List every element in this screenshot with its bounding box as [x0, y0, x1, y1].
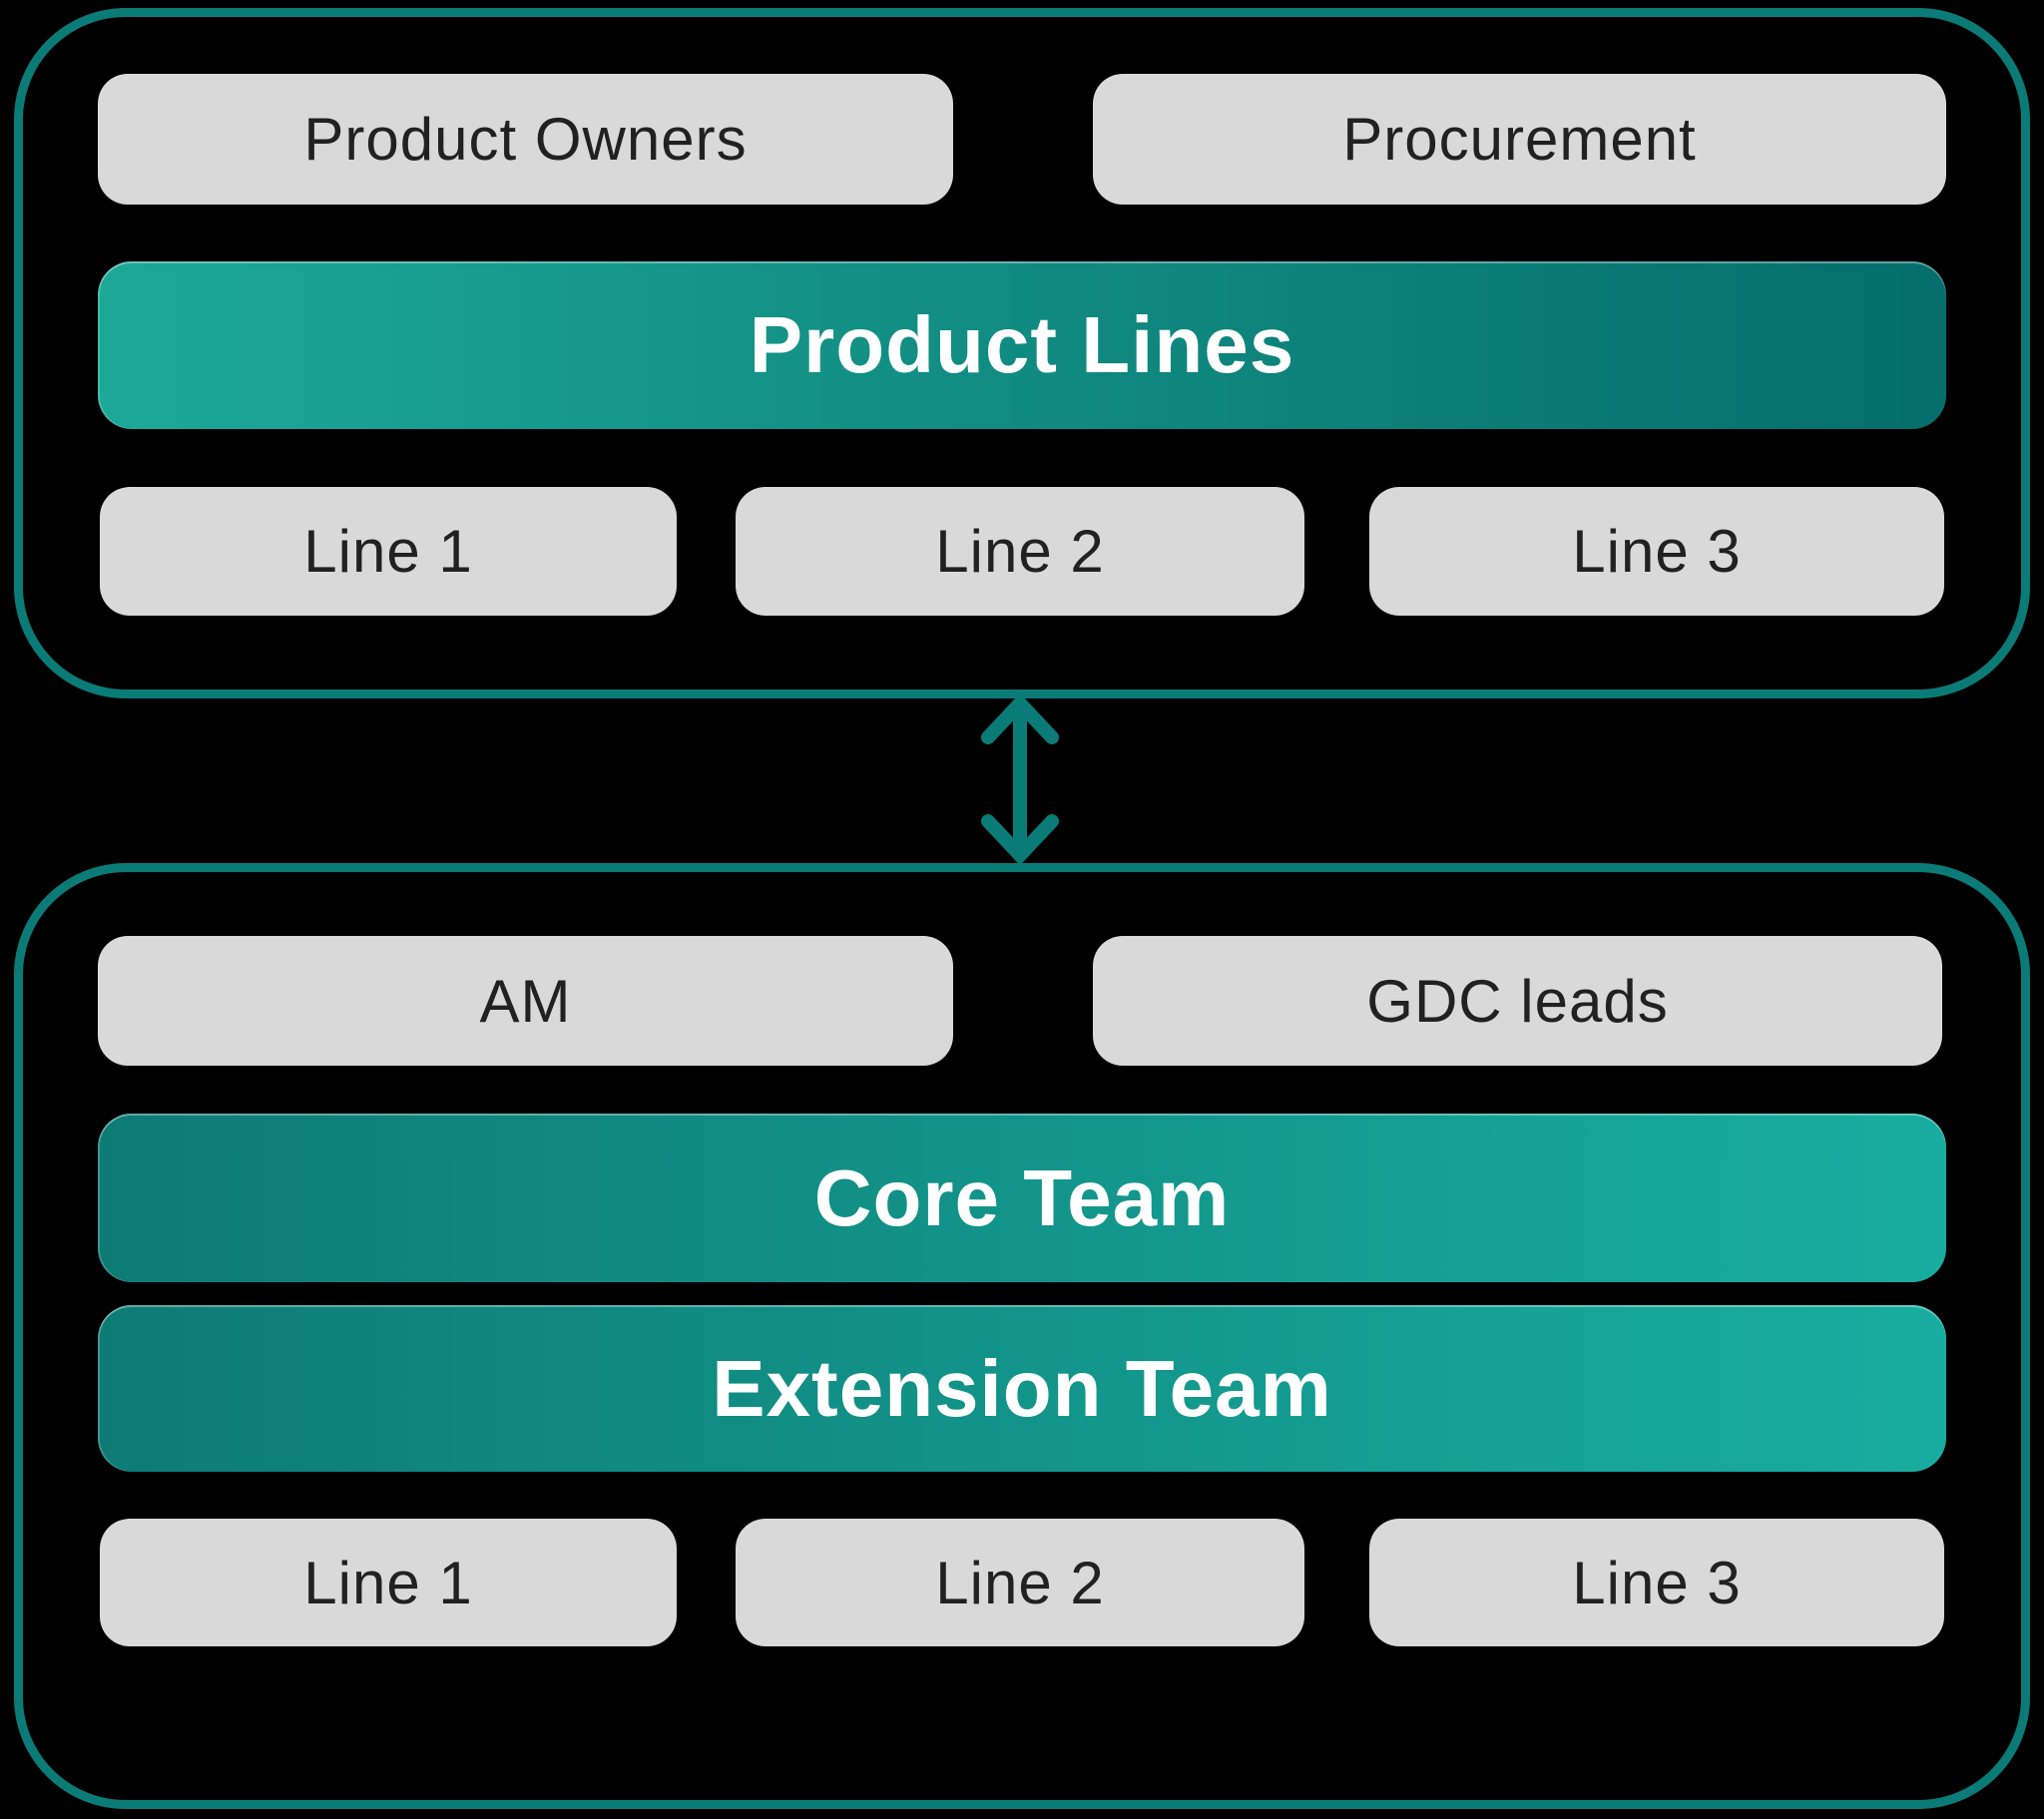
team-group: AM GDC leads Core Team Extension Team Li… [14, 863, 2030, 1809]
am-pill: AM [98, 936, 953, 1066]
top-line-1-pill: Line 1 [100, 487, 677, 616]
top-line-2-label: Line 2 [935, 518, 1105, 585]
bottom-line-1-pill: Line 1 [100, 1519, 677, 1646]
bidirectional-arrow-icon [948, 692, 1093, 866]
product-owners-pill: Product Owners [98, 74, 953, 205]
bottom-line-2-label: Line 2 [935, 1549, 1105, 1616]
product-lines-bar: Product Lines [98, 261, 1946, 429]
product-owners-label: Product Owners [303, 106, 748, 173]
core-team-label: Core Team [813, 1152, 1231, 1242]
core-team-bar: Core Team [98, 1114, 1946, 1282]
bottom-line-2-pill: Line 2 [736, 1519, 1304, 1646]
top-line-2-pill: Line 2 [736, 487, 1304, 616]
am-label: AM [479, 967, 572, 1035]
product-lines-label: Product Lines [749, 300, 1295, 389]
procurement-label: Procurement [1342, 106, 1697, 173]
gdc-leads-pill: GDC leads [1093, 936, 1942, 1066]
product-lines-group: Product Owners Procurement Product Lines… [14, 8, 2030, 698]
gdc-leads-label: GDC leads [1366, 967, 1669, 1035]
bottom-line-1-label: Line 1 [303, 1549, 473, 1616]
bottom-line-3-pill: Line 3 [1369, 1519, 1944, 1646]
extension-team-label: Extension Team [712, 1343, 1332, 1433]
extension-team-bar: Extension Team [98, 1305, 1946, 1472]
procurement-pill: Procurement [1093, 74, 1946, 205]
top-line-1-label: Line 1 [303, 518, 473, 585]
top-line-3-pill: Line 3 [1369, 487, 1944, 616]
top-line-3-label: Line 3 [1572, 518, 1742, 585]
bottom-line-3-label: Line 3 [1572, 1549, 1742, 1616]
